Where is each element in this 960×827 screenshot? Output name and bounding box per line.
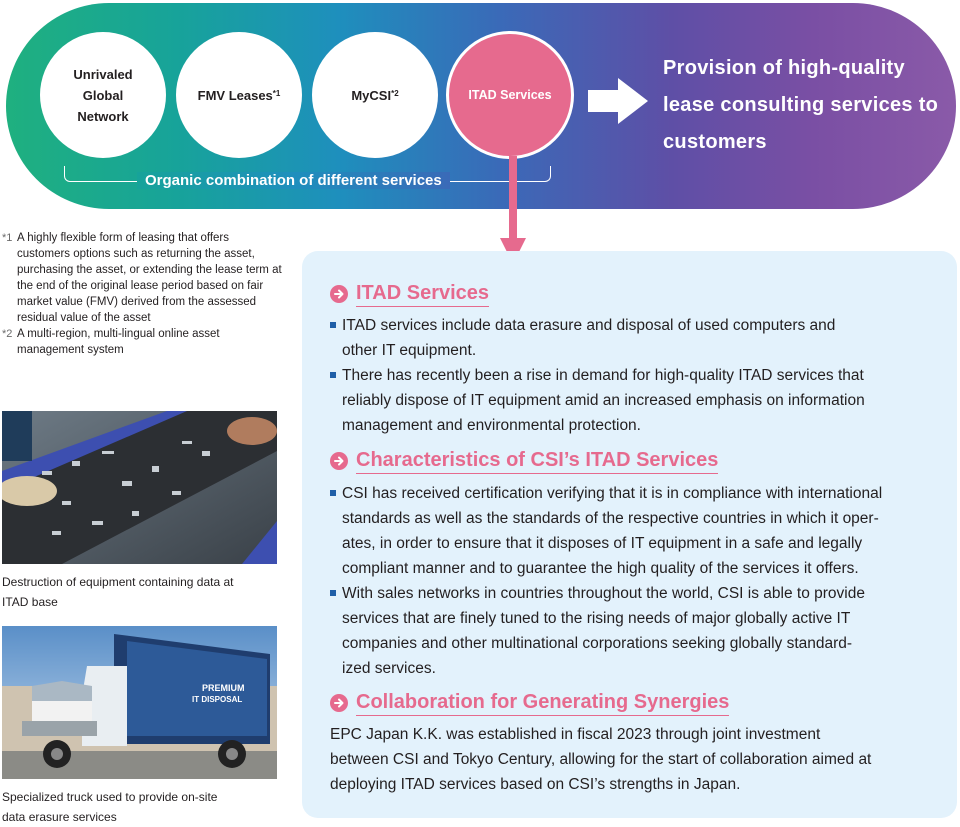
list-item: CSI has received certification verifying… — [330, 481, 935, 581]
section-itad-services-heading: ITAD Services — [330, 281, 490, 307]
truck-text-premium: PREMIUM — [202, 683, 245, 693]
section-collaboration-text: EPC Japan K.K. was established in fiscal… — [330, 726, 872, 793]
arrow-right-icon — [588, 78, 648, 124]
footnotes: *1 A highly flexible form of leasing tha… — [2, 230, 282, 358]
truck-text-disposal: IT DISPOSAL — [192, 695, 242, 704]
footnote-1: *1 A highly flexible form of leasing tha… — [2, 232, 282, 324]
circle-mycsi: MyCSI*2 — [312, 32, 438, 158]
bullet-square-icon — [330, 590, 336, 596]
photo-equipment-destruction — [2, 411, 277, 564]
section-itad-services-bullets: ITAD services include data erasure and d… — [330, 313, 935, 438]
circle-fmv-leases: FMV Leases*1 — [176, 32, 302, 158]
circle-itad-services: ITAD Services — [446, 31, 574, 159]
section-characteristics-bullets: CSI has received certification verifying… — [330, 481, 935, 681]
list-item: ITAD services include data erasure and d… — [330, 313, 935, 363]
circle-arrow-icon — [330, 285, 348, 303]
organic-label: Organic combination of different service… — [137, 172, 450, 189]
photo1-caption: Destruction of equipment containing data… — [2, 575, 234, 609]
section-characteristics-heading: Characteristics of CSI’s ITAD Services — [330, 448, 719, 474]
photo-data-erasure-truck: PREMIUM IT DISPOSAL — [2, 626, 277, 779]
itad-info-panel — [302, 251, 957, 818]
list-item: There has recently been a rise in demand… — [330, 363, 935, 438]
photo2-caption: Specialized truck used to provide on-sit… — [2, 790, 218, 824]
circle-arrow-icon — [330, 452, 348, 470]
footnote-2: *2 A multi-region, multi-lingual online … — [2, 328, 220, 356]
circle-arrow-icon — [330, 694, 348, 712]
bullet-square-icon — [330, 490, 336, 496]
provision-text: Provision of high-quality lease consulti… — [663, 57, 939, 153]
arrow-down-icon — [500, 156, 526, 264]
bullet-square-icon — [330, 372, 336, 378]
section-collaboration-heading: Collaboration for Generating Synergies — [330, 690, 730, 716]
list-item: With sales networks in countries through… — [330, 581, 935, 681]
bullet-square-icon — [330, 322, 336, 328]
